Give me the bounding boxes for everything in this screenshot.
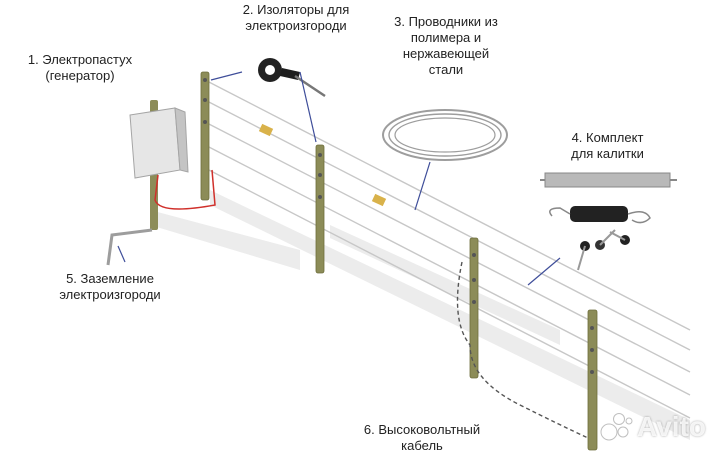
leader-lines <box>117 71 561 286</box>
ground-shadows <box>150 190 690 440</box>
grounding-label: 5. Заземление электроизгороди <box>46 271 174 303</box>
fence-wires <box>204 79 691 419</box>
fence-posts <box>200 71 598 451</box>
cable-label-line2: кабель <box>401 438 443 453</box>
insulators-label-line1: 2. Изоляторы для <box>242 2 350 17</box>
leader-line <box>299 71 317 143</box>
insulators-label: 2. Изоляторы для электроизгороди <box>228 2 364 34</box>
warning-tape <box>258 123 274 137</box>
gate-spring <box>540 172 677 188</box>
conductors-label-line1: 3. Проводники из <box>394 14 498 29</box>
insulator-product <box>258 58 326 98</box>
insulators-label-line2: электроизгороди <box>245 18 347 33</box>
gate-handle <box>549 206 651 224</box>
grounding-label-line2: электроизгороди <box>59 287 161 302</box>
fence-post <box>469 237 479 379</box>
gate-kit-label-line1: 4. Комплект <box>571 130 644 145</box>
grounding-rod <box>106 228 153 266</box>
wire-coil <box>382 109 508 161</box>
avito-logo-icon <box>600 413 633 441</box>
leader-line <box>414 161 431 211</box>
generator-box <box>129 100 189 230</box>
post-insulators <box>203 78 594 374</box>
conductors-label: 3. Проводники из полимера и нержавеющей … <box>370 14 522 78</box>
red-connection-wire <box>154 169 216 210</box>
avito-watermark: Avito <box>599 410 706 444</box>
warning-tape <box>371 193 387 207</box>
conductors-label-line2: полимера и <box>410 30 482 45</box>
leader-line <box>527 257 561 286</box>
generator-label-line1: 1. Электропастух <box>27 52 133 67</box>
generator-label-line2: (генератор) <box>45 68 115 83</box>
conductors-label-line3: нержавеющей <box>402 46 490 61</box>
generator-label: 1. Электропастух (генератор) <box>18 52 142 84</box>
grounding-label-line1: 5. Заземление <box>66 271 154 286</box>
cable-label-line1: 6. Высоковольтный <box>363 422 481 437</box>
leader-line <box>210 71 243 81</box>
gate-kit-label-line2: для калитки <box>571 146 644 161</box>
fence-post <box>200 71 210 201</box>
high-voltage-cable <box>456 261 589 439</box>
fence-post <box>315 144 325 274</box>
avito-watermark-text: Avito <box>637 411 706 442</box>
gate-kit-label: 4. Комплект для калитки <box>550 130 665 162</box>
gate-insulators <box>577 229 630 271</box>
fence-post <box>587 309 598 451</box>
cable-label: 6. Высоковольтный кабель <box>342 422 502 454</box>
conductors-label-line4: стали <box>428 62 464 77</box>
leader-line <box>117 245 126 263</box>
